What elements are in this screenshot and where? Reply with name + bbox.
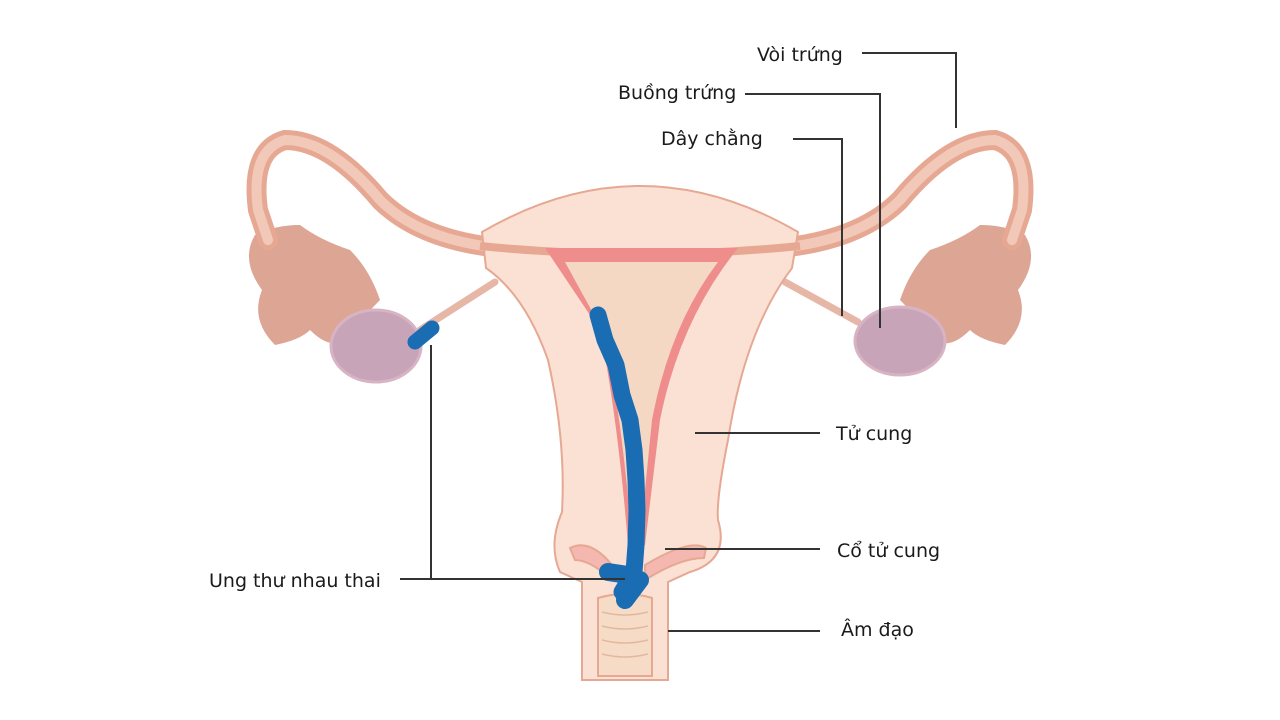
leader-ovary bbox=[745, 93, 881, 328]
leader-fallopian-tube bbox=[862, 52, 957, 128]
label-fallopian-tube: Vòi trứng bbox=[757, 44, 843, 66]
right-ligament bbox=[781, 278, 862, 326]
label-ligament: Dây chằng bbox=[661, 127, 763, 150]
right-fimbriae bbox=[900, 225, 1032, 345]
vaginal-rugae bbox=[601, 611, 649, 658]
label-choriocarcinoma: Ung thư nhau thai bbox=[209, 570, 381, 592]
label-uterus: Tử cung bbox=[835, 423, 912, 445]
left-ovary bbox=[329, 308, 423, 384]
left-fimbriae bbox=[248, 225, 380, 345]
tumor bbox=[407, 306, 649, 609]
label-cervix: Cổ tử cung bbox=[837, 540, 940, 562]
label-vagina: Âm đạo bbox=[841, 618, 914, 641]
right-ovary bbox=[853, 305, 947, 377]
leader-ligament bbox=[793, 138, 843, 316]
label-ovary: Buồng trứng bbox=[618, 82, 736, 104]
